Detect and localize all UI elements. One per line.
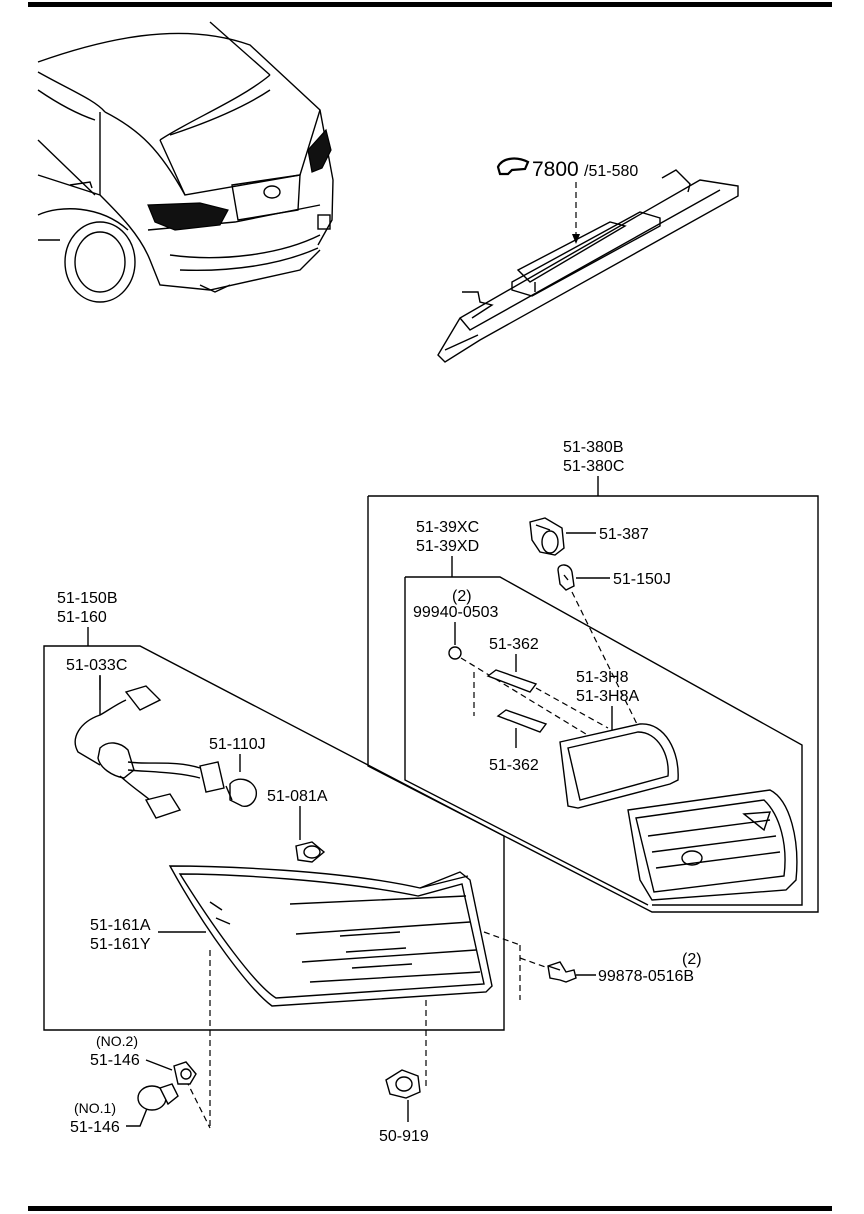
gasket-part — [559, 723, 679, 809]
assy-right-box — [367, 495, 819, 913]
grommet-part — [385, 1069, 421, 1099]
label-no1-qual: (NO.1) — [74, 1100, 116, 1116]
label-no2-qual: (NO.2) — [96, 1033, 138, 1049]
pad-upper-part — [486, 669, 538, 693]
label-bolt: 99878-0516B — [598, 968, 694, 985]
label-gasket-1: 51-3H8 — [576, 669, 629, 686]
assy-left-box — [43, 645, 505, 1031]
inner-lens-part — [627, 789, 798, 901]
ref-number: 7800 — [532, 158, 579, 181]
label-assy-left-2: 51-160 — [57, 609, 107, 626]
guide-bolt-to-screw — [519, 957, 549, 969]
screw-right-part — [448, 646, 462, 660]
inner-lamp-box — [404, 576, 803, 906]
label-assy-right-2: 51-380C — [563, 458, 624, 475]
bulb-right-part — [557, 564, 575, 591]
bottom-border-bar — [28, 1206, 832, 1211]
guide-pad-upper — [535, 687, 609, 729]
label-inner-2: 51-39XD — [416, 538, 479, 555]
label-pad-lower: 51-362 — [489, 757, 539, 774]
label-socket: 51-387 — [599, 526, 649, 543]
label-assy-left-1: 51-150B — [57, 590, 118, 607]
label-assy-right-1: 51-380B — [563, 439, 624, 456]
clip-no1-part — [137, 1083, 179, 1111]
socket-part — [529, 517, 565, 556]
label-bulb-left: 51-110J — [209, 736, 266, 753]
harness-part — [74, 675, 225, 819]
pad-lower-part — [496, 709, 548, 733]
label-no1-part: 51-146 — [70, 1119, 120, 1136]
bolt-part — [547, 961, 577, 983]
pointing-hand-icon — [496, 157, 530, 176]
clip-no2-part — [173, 1061, 197, 1085]
label-grommet: 50-919 — [379, 1128, 429, 1145]
label-gasket-2: 51-3H8A — [576, 688, 639, 705]
bulb-left-part — [225, 778, 257, 807]
leader-no2 — [145, 1059, 173, 1071]
top-border-bar — [28, 2, 832, 7]
qty-bolt: (2) — [682, 951, 702, 968]
high-mount-stop-lamp — [437, 169, 739, 363]
ref-suffix: /51-580 — [584, 163, 638, 180]
leader-stop-lamp-arrow — [572, 234, 580, 244]
leader-no1 — [126, 1105, 149, 1127]
guide-bulb-to-lens — [571, 591, 663, 776]
label-lens-2: 51-161Y — [90, 936, 151, 953]
label-bulb-right: 51-150J — [613, 571, 671, 588]
label-no2-part: 51-146 — [90, 1052, 140, 1069]
vehicle-rear-illustration — [37, 21, 334, 303]
outer-lens-part — [168, 865, 493, 1007]
label-lens-1: 51-161A — [90, 917, 151, 934]
label-harness: 51-033C — [66, 657, 127, 674]
guide-lens-bolt — [483, 931, 521, 946]
guide-lens-bottom — [185, 1079, 211, 1129]
label-pad-upper: 51-362 — [489, 636, 539, 653]
label-inner-1: 51-39XC — [416, 519, 479, 536]
label-screw-right: 99940-0503 — [413, 604, 499, 621]
clip-top-part — [295, 841, 326, 863]
qty-screw-right: (2) — [452, 588, 472, 605]
label-clip-top: 51-081A — [267, 788, 328, 805]
